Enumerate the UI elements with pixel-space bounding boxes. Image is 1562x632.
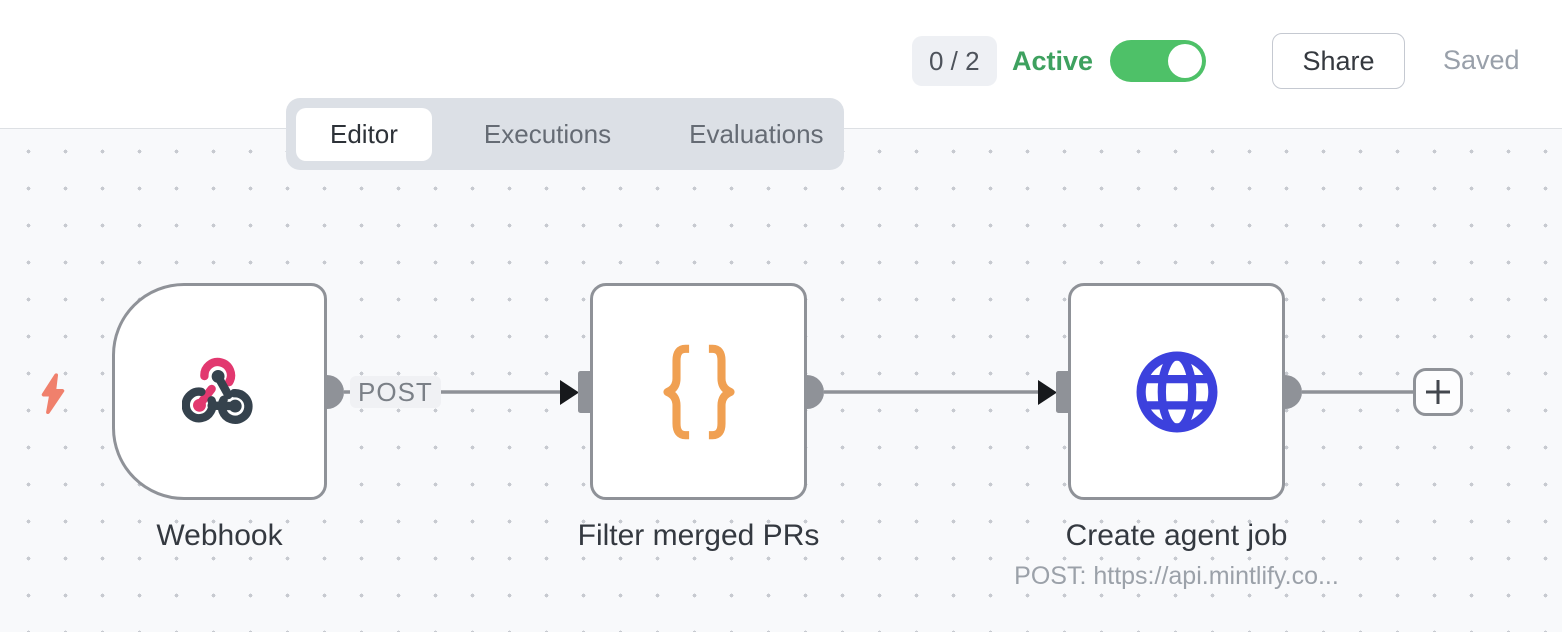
- node-title: Webhook: [156, 519, 283, 552]
- tab-editor[interactable]: Editor: [296, 107, 432, 161]
- code-braces-icon: [662, 344, 735, 439]
- share-button[interactable]: Share: [1272, 33, 1405, 89]
- globe-icon: [1136, 351, 1217, 432]
- connection-arrow-icon: [560, 380, 579, 405]
- toggle-knob: [1168, 44, 1202, 78]
- node-caption: Create agent job POST: https://api.mintl…: [897, 519, 1457, 591]
- saved-status: Saved: [1443, 45, 1520, 75]
- node-caption: Filter merged PRs: [419, 519, 979, 553]
- node-caption: Webhook: [0, 519, 500, 553]
- node-subtitle: POST: https://api.mintlify.co...: [1014, 562, 1339, 590]
- node-create-agent-job[interactable]: Create agent job POST: https://api.mintl…: [1014, 283, 1339, 590]
- active-toggle[interactable]: [1110, 40, 1206, 82]
- connection-code-to-http[interactable]: [824, 371, 1075, 413]
- webhook-icon: [181, 357, 253, 424]
- header-bar: 0 / 2 Active Share Saved: [0, 0, 1562, 129]
- plus-icon: [1426, 380, 1450, 404]
- node-filter-merged-prs[interactable]: Filter merged PRs: [578, 283, 819, 552]
- trigger-bolt-icon: [41, 373, 65, 414]
- connection-label: POST: [350, 376, 441, 408]
- tab-evaluations[interactable]: Evaluations: [689, 118, 824, 149]
- node-title: Filter merged PRs: [577, 519, 820, 552]
- workflow-canvas[interactable]: POST Webhook: [0, 129, 1562, 632]
- connection-arrow-icon: [1038, 380, 1057, 405]
- waiting-executions-badge: 0 / 2: [912, 36, 997, 86]
- view-tabbar: Editor Executions Evaluations: [286, 98, 844, 170]
- node-webhook[interactable]: Webhook: [112, 283, 327, 552]
- active-label: Active: [1012, 46, 1094, 76]
- node-title: Create agent job: [1065, 519, 1288, 552]
- add-node-button[interactable]: [1413, 368, 1463, 416]
- tab-executions[interactable]: Executions: [483, 118, 612, 149]
